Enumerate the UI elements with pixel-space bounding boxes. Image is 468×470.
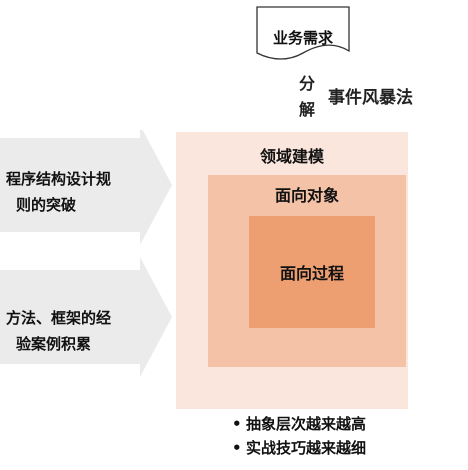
note-abstraction: 抽象层次越来越高 <box>246 415 367 433</box>
note-item: •抽象层次越来越高 <box>232 415 367 433</box>
layer-procedural-title: 面向过程 <box>279 264 344 283</box>
input-structure-rules: 程序结构设计规 则的突破 <box>6 166 111 218</box>
input-method-framework: 方法、框架的经 验案例积累 <box>6 305 111 357</box>
input-arrows <box>0 130 172 377</box>
notes-list: •抽象层次越来越高 •实战技巧越来越细 <box>232 412 366 460</box>
note-item: •实战技巧越来越细 <box>232 439 367 457</box>
input-method-framework-line-1: 方法、框架的经 <box>6 309 112 327</box>
arrow-bottom <box>0 257 172 377</box>
input-structure-rules-line-1: 程序结构设计规 <box>6 170 112 188</box>
layer-object-oriented-title: 面向对象 <box>274 186 339 205</box>
requirement-document-shape <box>256 6 350 60</box>
decompose-char-1: 分 <box>299 74 316 93</box>
input-structure-rules-line-2: 则的突破 <box>16 196 77 214</box>
input-method-framework-line-2: 验案例积累 <box>16 335 92 353</box>
arrow-top <box>0 130 172 245</box>
requirement-label: 业务需求 <box>272 29 333 47</box>
note-practice: 实战技巧越来越细 <box>246 439 367 457</box>
layer-domain-modeling-title: 领域建模 <box>259 147 324 166</box>
event-storming-label: 事件风暴法 <box>328 88 413 108</box>
layer-procedural <box>249 216 375 328</box>
decompose-char-2: 解 <box>299 100 316 119</box>
